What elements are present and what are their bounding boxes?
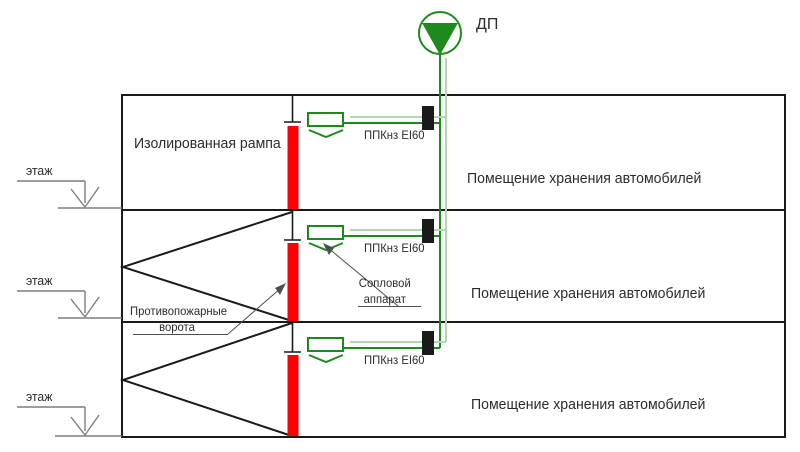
fire-gates-leader-arrow bbox=[133, 283, 286, 335]
fire-valve-1 bbox=[422, 106, 434, 130]
nozzle-unit-3 bbox=[307, 337, 344, 364]
nozzle-label: Сопловой аппарат bbox=[350, 275, 420, 307]
nozzle-unit-1 bbox=[307, 112, 344, 139]
floor-label-1: этаж bbox=[26, 163, 53, 178]
fire-gates-label: Противопожарные ворота bbox=[130, 303, 227, 335]
fire-valve-2 bbox=[422, 219, 434, 243]
fire-gates-label-line2: ворота bbox=[159, 320, 195, 334]
fan-triangle-in-circle-icon bbox=[418, 11, 462, 55]
nozzle-label-line2: аппарат bbox=[363, 292, 406, 306]
floor-level-marker-2 bbox=[17, 290, 122, 319]
floor-level-marker-3 bbox=[17, 406, 122, 437]
building-outline bbox=[121, 94, 786, 438]
valve-label-1: ППКнз EI60 bbox=[364, 128, 425, 142]
fire-gate-bar-1 bbox=[287, 126, 299, 209]
floor-level-marker-1 bbox=[17, 180, 122, 209]
floor-label-3: этаж bbox=[26, 389, 53, 404]
nozzle-label-line1: Сопловой bbox=[358, 276, 411, 290]
room-label-3: Помещение хранения автомобилей bbox=[471, 396, 706, 413]
fire-valve-3 bbox=[422, 331, 434, 355]
ramp-wall-stub-3 bbox=[284, 323, 301, 353]
valve-label-2: ППКнз EI60 bbox=[364, 241, 425, 255]
ramp-wall-stub-2 bbox=[284, 211, 301, 241]
ramp-wall-stub-1 bbox=[284, 96, 301, 123]
dp-fan-label: ДП bbox=[476, 16, 499, 33]
fire-gate-bar-2 bbox=[287, 243, 299, 321]
isolated-ramp-label: Изолированная рампа bbox=[134, 135, 281, 152]
ramp-slope-lower bbox=[119, 322, 293, 437]
nozzle-leader-arrow bbox=[323, 243, 421, 307]
fire-gate-bar-3 bbox=[287, 355, 299, 436]
valve-label-3: ППКнз EI60 bbox=[364, 353, 425, 367]
room-label-2: Помещение хранения автомобилей bbox=[471, 285, 706, 302]
nozzle-unit-2 bbox=[307, 225, 344, 252]
room-label-1: Помещение хранения автомобилей bbox=[467, 170, 702, 187]
floor-label-2: этаж bbox=[26, 273, 53, 288]
ramp-slope-upper bbox=[119, 211, 293, 322]
fire-gates-label-line1: Противопожарные bbox=[130, 304, 227, 318]
